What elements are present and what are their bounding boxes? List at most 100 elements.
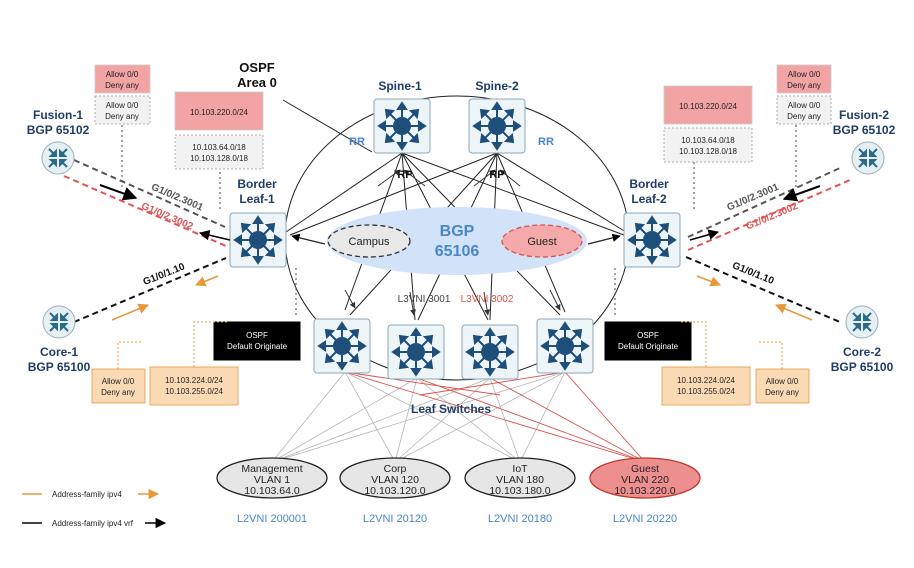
core-2-link bbox=[685, 256, 841, 323]
ospf-area-label: Area 0 bbox=[237, 75, 277, 90]
prefix-2: 10.103.255.0/24 bbox=[165, 387, 223, 396]
border-1-vrf-arrow bbox=[198, 230, 231, 241]
legend: Address-family ipv4 Address-family ipv4 … bbox=[22, 488, 167, 529]
l3vni-3001-label: L3VNI 3001 bbox=[398, 294, 451, 305]
vlan-corp: Corp VLAN 120 10.103.120.0 bbox=[339, 457, 451, 499]
l3vni-3002-label: L3VNI 3002 bbox=[461, 294, 514, 305]
fusion-2-link-3001 bbox=[687, 167, 841, 238]
prefix-1: 10.103.224.0/24 bbox=[165, 376, 223, 385]
border-bgp-arrows bbox=[291, 233, 621, 245]
spine-2-rp-label: RP bbox=[489, 169, 504, 181]
core-1-label: Core-1 bbox=[40, 345, 78, 359]
leaf-switches-label: Leaf Switches bbox=[411, 402, 491, 416]
core-2-ipv4-arrow bbox=[775, 303, 813, 321]
bgp-title: BGP bbox=[440, 223, 475, 240]
legend-ipv4-label: Address-family ipv4 bbox=[52, 490, 122, 499]
leaf-4-switch-icon bbox=[536, 318, 594, 374]
l2vni-iot: L2VNI 20180 bbox=[488, 513, 552, 525]
policy-deny: Deny any bbox=[101, 388, 135, 397]
leaf-1-switch-icon bbox=[313, 318, 371, 374]
fusion-1-link-3001 bbox=[73, 159, 226, 228]
policy-allow: Allow 0/0 bbox=[106, 70, 139, 79]
policy-allow: Allow 0/0 bbox=[788, 101, 821, 110]
vlan-management: Management VLAN 1 10.103.64.0 bbox=[216, 457, 328, 499]
guest-vrf-label: Guest bbox=[527, 236, 556, 248]
spine-1-switch-icon bbox=[373, 98, 431, 154]
fusion-1-policy-box-red: Allow 0/0 Deny any bbox=[94, 64, 151, 94]
core-1-as: BGP 65100 bbox=[28, 360, 91, 374]
core-2-dotted-connectors bbox=[680, 321, 783, 369]
border-leaf-2-label-line2: Leaf-2 bbox=[631, 192, 667, 206]
core-1-router-icon bbox=[42, 305, 76, 339]
bgp-as: 65106 bbox=[435, 243, 480, 260]
spine-1-label: Spine-1 bbox=[378, 79, 422, 93]
prefix-1: 10.103.64.0/18 bbox=[681, 136, 735, 145]
ospf-box-line1: OSPF bbox=[637, 331, 659, 340]
border-1-ospf-box: OSPF Default Originate bbox=[213, 321, 301, 361]
campus-vrf bbox=[327, 224, 411, 258]
vlan-name: Guest bbox=[631, 463, 659, 475]
fusion-2-policy-box-red: Allow 0/0 Deny any bbox=[776, 64, 832, 94]
ospf-box-line1: OSPF bbox=[246, 331, 268, 340]
core-1-ipv4-arrow bbox=[111, 303, 149, 321]
l2vni-management: L2VNI 200001 bbox=[237, 513, 307, 525]
leaf-vlan-links bbox=[271, 371, 566, 463]
border-leaf-1-label-line2: Leaf-1 bbox=[239, 192, 275, 206]
l2vni-guest: L2VNI 20220 bbox=[613, 513, 677, 525]
spine-1-rr-label: RR bbox=[349, 136, 365, 148]
spine-2-rr-label: RR bbox=[538, 136, 554, 148]
fusion-1-policy-box: Allow 0/0 Deny any bbox=[94, 95, 151, 125]
vlan-id: VLAN 180 bbox=[496, 474, 544, 486]
ospf-area-line bbox=[282, 99, 373, 153]
core-1-if: G1/0/1.10 bbox=[142, 261, 187, 288]
policy-allow: Allow 0/0 bbox=[102, 377, 135, 386]
fusion-1-vrf-arrow bbox=[99, 184, 138, 201]
bgp-cloud bbox=[327, 207, 587, 275]
border-1-prefix-box: 10.103.64.0/18 10.103.128.0/18 bbox=[174, 134, 264, 170]
vlan-name: IoT bbox=[512, 463, 528, 475]
guest-vrf bbox=[501, 224, 583, 258]
fusion-2-if-3002: G1/0/2.3002 bbox=[745, 201, 800, 233]
l2vni-corp: L2VNI 20120 bbox=[363, 513, 427, 525]
guest-prefix: 10.103.220.0/24 bbox=[679, 102, 737, 111]
policy-deny: Deny any bbox=[765, 388, 799, 397]
leaf-2-switch-icon bbox=[387, 324, 445, 380]
core-1-prefix-box: 10.103.224.0/24 10.103.255.0/24 bbox=[149, 366, 239, 406]
core-1-policy-box: Allow 0/0 Deny any bbox=[91, 368, 146, 404]
vlan-iot: IoT VLAN 180 10.103.180.0 bbox=[464, 457, 576, 499]
border-leaf-1-label-line1: Border bbox=[237, 177, 277, 191]
ospf-box-line2: Default Originate bbox=[227, 342, 288, 351]
prefix-1: 10.103.64.0/18 bbox=[192, 143, 246, 152]
border-1-ipv4-arrow bbox=[195, 275, 219, 287]
border-2-guest-prefix-box: 10.103.220.0/24 bbox=[663, 85, 753, 125]
fusion-2-router-icon bbox=[851, 141, 885, 175]
policy-allow: Allow 0/0 bbox=[788, 70, 821, 79]
vlan-name: Management bbox=[241, 463, 302, 475]
policy-allow: Allow 0/0 bbox=[766, 377, 799, 386]
core-1-link bbox=[73, 257, 227, 323]
fusion-2-label: Fusion-2 bbox=[839, 108, 889, 122]
core-2-prefix-box: 10.103.224.0/24 10.103.255.0/24 bbox=[661, 366, 751, 406]
border-2-vrf-arrow bbox=[689, 229, 720, 241]
border-2-ospf-box: OSPF Default Originate bbox=[604, 321, 692, 361]
rp-arrows bbox=[344, 169, 561, 316]
prefix-2: 10.103.128.0/18 bbox=[679, 147, 737, 156]
vlan-guest: Guest VLAN 220 10.103.220.0 bbox=[589, 457, 701, 499]
vlan-subnet: 10.103.64.0 bbox=[244, 485, 300, 497]
prefix-2: 10.103.255.0/24 bbox=[677, 387, 735, 396]
ospf-box-line2: Default Originate bbox=[618, 342, 679, 351]
policy-deny: Deny any bbox=[105, 81, 139, 90]
core-1-dotted-connectors bbox=[117, 321, 228, 369]
fusion-2-vrf-arrow bbox=[782, 185, 821, 202]
fusion-1-as: BGP 65102 bbox=[27, 123, 90, 137]
core-2-if: G1/0/1.10 bbox=[731, 260, 776, 287]
spine-1-rp-label: RP bbox=[397, 169, 412, 181]
border-leaf-2-label-line1: Border bbox=[629, 177, 669, 191]
fusion-1-router-icon bbox=[41, 141, 75, 175]
vlan-id: VLAN 1 bbox=[254, 474, 290, 486]
spine-2-label: Spine-2 bbox=[475, 79, 519, 93]
guest-vlan-links bbox=[344, 371, 646, 463]
policy-deny: Deny any bbox=[787, 112, 821, 121]
border-2-ipv4-arrow bbox=[696, 275, 721, 287]
